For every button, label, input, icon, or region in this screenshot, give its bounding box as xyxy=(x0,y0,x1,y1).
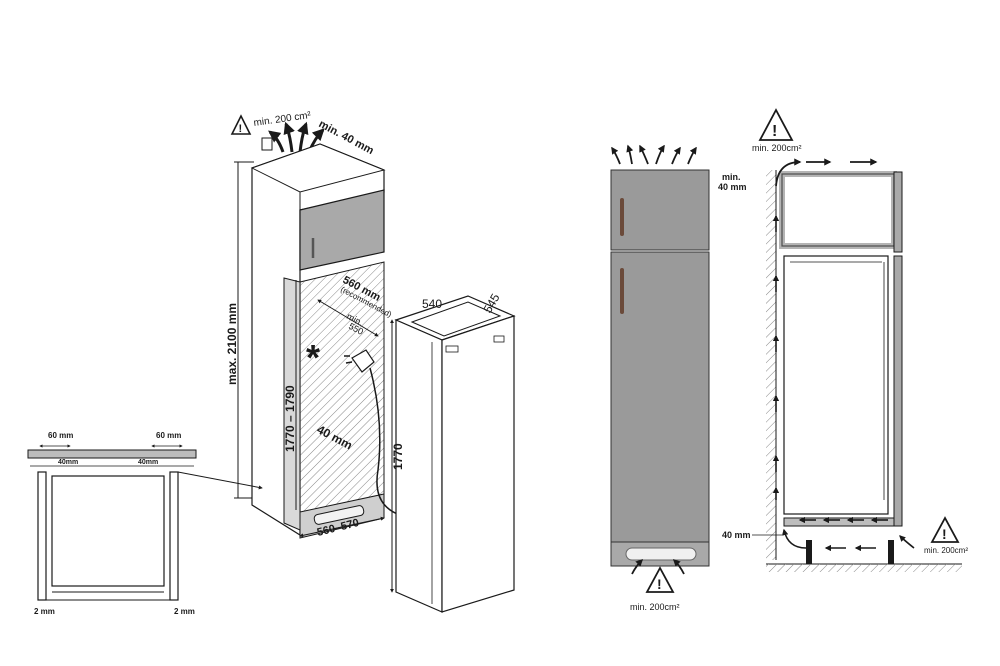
warning-icon-top-right: ! xyxy=(758,108,794,141)
back-wall xyxy=(766,170,776,560)
appliance-section xyxy=(783,255,889,515)
svg-text:!: ! xyxy=(772,123,777,140)
plinth-vent-grille xyxy=(625,547,697,561)
max-height-label: max. 2100 mm xyxy=(225,303,239,385)
niche-isometric: ! min. 200 cm² min. 40 mm max. 2100 mm xyxy=(177,110,411,539)
niche-height-label: 1770 – 1790 xyxy=(283,385,297,452)
air-flow-arrows-top-right xyxy=(611,144,697,165)
side-top-vent-area: min. 200cm² xyxy=(752,143,802,153)
fridge-handle xyxy=(620,268,624,314)
side-bottom-vent-area: min. 200cm² xyxy=(924,546,968,555)
front-view: ! min. 200cm² xyxy=(610,144,710,612)
appliance-width-label: 540 xyxy=(422,297,442,311)
inset-left-side-gap: 2 mm xyxy=(34,607,55,616)
inset-right-inner: 40mm xyxy=(138,459,158,466)
inset-left-margin: 60 mm xyxy=(48,431,73,440)
appliance-height-label: 1770 xyxy=(391,443,405,470)
inset-right-side-gap: 2 mm xyxy=(174,607,195,616)
air-flow-arrows-top-side xyxy=(775,158,878,187)
upper-cabinet-section xyxy=(781,173,895,247)
fridge-door xyxy=(610,251,710,543)
section-inset: 60 mm 60 mm 40mm 40mm 2 mm 2 mm xyxy=(27,431,197,616)
svg-text:!: ! xyxy=(239,123,243,135)
appliance-isometric: 1770 540 545 xyxy=(390,291,516,613)
svg-text:!: ! xyxy=(942,526,947,542)
appliance-door-panel xyxy=(893,255,903,527)
foot-rear xyxy=(806,540,812,564)
side-top-gap-value: 40 mm xyxy=(718,182,747,192)
freezer-handle xyxy=(620,198,624,236)
air-flow-arrows-bottom-side xyxy=(781,516,915,552)
warning-icon-bottom: ! xyxy=(645,566,675,593)
air-flow-arrows-top xyxy=(268,121,325,153)
power-plug-icon xyxy=(344,349,411,536)
inset-left-inner: 40mm xyxy=(58,459,78,466)
air-flow-arrows-bottom xyxy=(631,558,685,575)
vent-grille-icon xyxy=(261,137,273,151)
cabinet-front-panel xyxy=(893,171,903,253)
inset-right-margin: 60 mm xyxy=(156,431,181,440)
svg-text:!: ! xyxy=(657,576,662,592)
upper-cabinet-door xyxy=(299,189,385,271)
plinth-section xyxy=(783,517,895,527)
top-vent-area-label: min. 200 cm² xyxy=(253,110,312,129)
freezer-door xyxy=(610,169,710,251)
foot-front xyxy=(888,540,894,564)
warning-icon-bottom-right: ! xyxy=(930,516,960,543)
side-section: ! min. 200cm² min. 40 mm xyxy=(718,108,968,572)
asterisk-marker: * xyxy=(306,337,320,378)
front-bottom-vent-area: min. 200cm² xyxy=(630,602,680,612)
warning-icon: ! xyxy=(230,114,252,135)
floor-hatch xyxy=(766,564,962,572)
side-top-gap-label: min. xyxy=(722,172,741,182)
side-bottom-gap-label: 40 mm xyxy=(722,530,751,540)
